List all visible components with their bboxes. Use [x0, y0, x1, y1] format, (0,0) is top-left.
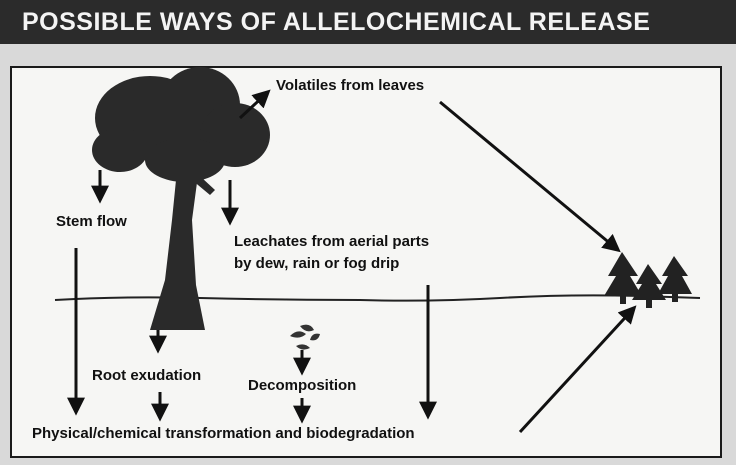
label-decomposition: Decomposition: [248, 376, 356, 396]
tree-trunk: [150, 160, 205, 330]
ground-line: [55, 295, 700, 300]
label-root-exudation: Root exudation: [92, 366, 201, 386]
decomposing-leaves: [290, 325, 320, 350]
label-transformation: Physical/chemical transformation and bio…: [32, 424, 415, 444]
label-stem-flow: Stem flow: [56, 212, 127, 232]
label-volatiles: Volatiles from leaves: [276, 76, 424, 96]
small-trees: [604, 252, 692, 308]
arrow-to-small-trees: [520, 308, 634, 432]
label-leachates-line2: by dew, rain or fog drip: [234, 254, 399, 274]
arrow-volatiles-to-trees: [440, 102, 618, 250]
label-leachates-line1: Leachates from aerial parts: [234, 232, 429, 252]
